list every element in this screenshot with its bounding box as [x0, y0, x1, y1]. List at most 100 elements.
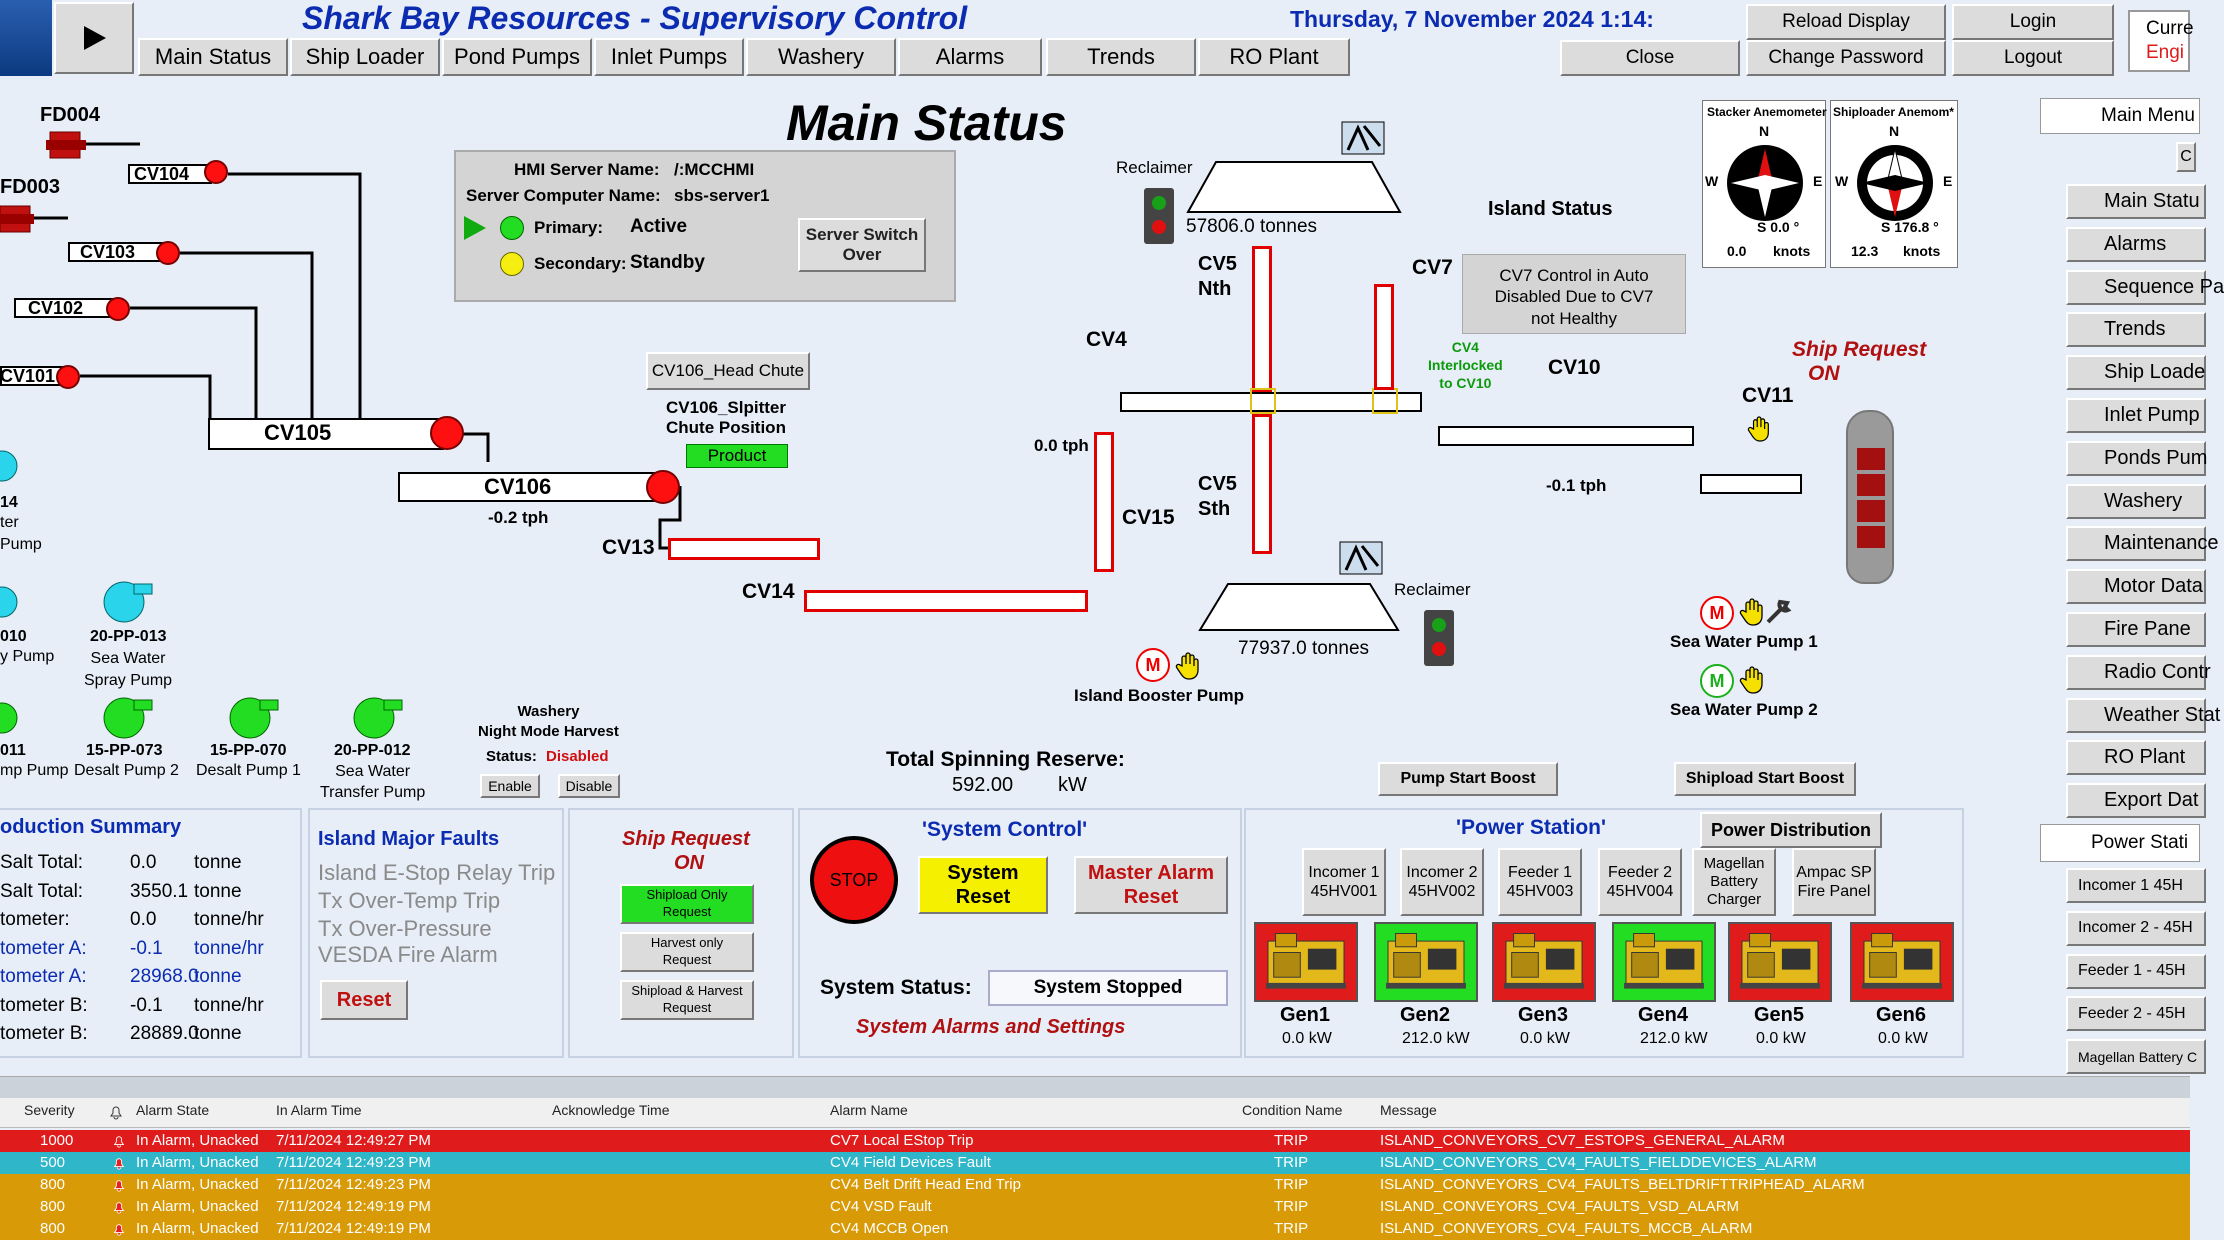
- right-menu-item[interactable]: Fire Pane: [2066, 612, 2206, 647]
- right-menu-item[interactable]: Sequence Pa: [2066, 269, 2224, 305]
- cv7-conveyor[interactable]: [1374, 284, 1394, 390]
- right-menu-item[interactable]: Weather Stat: [2066, 697, 2220, 733]
- cv105-motor[interactable]: [430, 416, 464, 450]
- incomer2-button[interactable]: Incomer 2 45HV002: [1400, 848, 1484, 916]
- shipload-start-boost-button[interactable]: Shipload Start Boost: [1674, 762, 1856, 796]
- shipload-harvest-request-button[interactable]: Shipload & Harvest Request: [620, 980, 754, 1020]
- feeder2-button[interactable]: Feeder 2 45HV004: [1598, 848, 1682, 916]
- right-menu-c-button[interactable]: C: [2176, 142, 2196, 172]
- power-menu-item[interactable]: Magellan Battery C: [2066, 1039, 2206, 1075]
- nav-main-status[interactable]: Main Status: [138, 38, 288, 76]
- power-menu-item[interactable]: Feeder 1 - 45H: [2066, 953, 2206, 989]
- close-button[interactable]: Close: [1560, 40, 1740, 76]
- cv15-conveyor[interactable]: [1094, 432, 1114, 572]
- master-alarm-reset-button[interactable]: Master Alarm Reset: [1074, 856, 1228, 914]
- shiploader-anemometer[interactable]: Shiploader Anemom* N W E S 176.8 ° 12.3 …: [1830, 100, 1958, 268]
- island-booster-motor[interactable]: M: [1136, 648, 1170, 682]
- right-menu-item[interactable]: Trends: [2066, 312, 2206, 348]
- play-button[interactable]: [54, 2, 134, 74]
- logout-button[interactable]: Logout: [1952, 40, 2114, 76]
- col-acknowledge-time[interactable]: Acknowledge Time: [552, 1102, 670, 1118]
- system-alarms-settings-link[interactable]: System Alarms and Settings: [856, 1016, 1126, 1038]
- nav-alarms[interactable]: Alarms: [898, 38, 1042, 76]
- generator-2-button[interactable]: [1374, 922, 1478, 1002]
- cv106-motor[interactable]: [646, 470, 680, 504]
- incomer1-button[interactable]: Incomer 1 45HV001: [1302, 848, 1386, 916]
- power-station-header[interactable]: Power Stati: [2040, 824, 2200, 862]
- generator-3-button[interactable]: [1492, 922, 1596, 1002]
- power-menu-item[interactable]: Feeder 2 - 45H: [2066, 996, 2206, 1032]
- sea-water-pump1-motor[interactable]: M: [1700, 596, 1734, 630]
- nav-washery[interactable]: Washery: [746, 38, 896, 76]
- power-menu-item[interactable]: Incomer 2 - 45H: [2066, 910, 2206, 946]
- faults-reset-button[interactable]: Reset: [320, 980, 408, 1020]
- change-password-button[interactable]: Change Password: [1746, 40, 1946, 76]
- nav-pond-pumps[interactable]: Pond Pumps: [442, 38, 592, 76]
- sea-water-pump2-motor[interactable]: M: [1700, 664, 1734, 698]
- pump-070-icon[interactable]: [226, 696, 282, 740]
- power-menu-item[interactable]: Incomer 1 45H: [2066, 868, 2206, 903]
- col-message[interactable]: Message: [1380, 1102, 1437, 1118]
- pump-013-icon[interactable]: [100, 580, 156, 624]
- power-distribution-button[interactable]: Power Distribution: [1700, 812, 1882, 848]
- right-menu-item[interactable]: RO Plant: [2066, 740, 2206, 776]
- washery-disable-button[interactable]: Disable: [558, 774, 620, 798]
- generator-5-button[interactable]: [1728, 922, 1832, 1002]
- right-menu-item[interactable]: Main Statu: [2066, 184, 2206, 219]
- stop-button[interactable]: STOP: [810, 836, 898, 924]
- harvest-only-request-button[interactable]: Harvest only Request: [620, 932, 754, 972]
- right-menu-item[interactable]: Export Dat: [2066, 783, 2206, 819]
- right-menu-item[interactable]: Ship Loade: [2066, 355, 2206, 391]
- col-severity[interactable]: Severity: [24, 1102, 75, 1118]
- right-menu-item[interactable]: Inlet Pump: [2066, 398, 2206, 433]
- cv5n-conveyor[interactable]: [1252, 246, 1272, 392]
- generator-1-button[interactable]: [1254, 922, 1358, 1002]
- pump-011-icon[interactable]: [0, 698, 20, 738]
- cv4-conveyor[interactable]: [1120, 392, 1422, 412]
- stacker-anemometer[interactable]: Stacker Anemometer N W E S 0.0 ° 0.0 kno…: [1702, 100, 1827, 268]
- shipload-only-request-button[interactable]: Shipload Only Request: [620, 884, 754, 924]
- pump-010-icon[interactable]: [0, 582, 20, 622]
- magellan-battery-charger-button[interactable]: Magellan Battery Charger: [1692, 848, 1776, 916]
- login-button[interactable]: Login: [1952, 4, 2114, 40]
- nav-ship-loader[interactable]: Ship Loader: [290, 38, 440, 76]
- cv11-conveyor[interactable]: [1700, 474, 1802, 494]
- nav-trends[interactable]: Trends: [1046, 38, 1196, 76]
- feeder1-button[interactable]: Feeder 1 45HV003: [1498, 848, 1582, 916]
- cv5s-conveyor[interactable]: [1252, 414, 1272, 554]
- right-menu-item[interactable]: Motor Data: [2066, 569, 2206, 605]
- nav-ro-plant[interactable]: RO Plant: [1198, 38, 1350, 76]
- generator-6-button[interactable]: [1850, 922, 1954, 1002]
- cv101-motor[interactable]: [56, 365, 80, 389]
- cv14-conveyor[interactable]: [804, 590, 1088, 612]
- col-condition-name[interactable]: Condition Name: [1242, 1102, 1343, 1118]
- pump-073-icon[interactable]: [100, 696, 156, 740]
- system-reset-button[interactable]: System Reset: [918, 856, 1048, 914]
- cv106-conveyor[interactable]: [398, 472, 660, 502]
- cv105-conveyor[interactable]: [208, 418, 444, 450]
- server-switch-over-button[interactable]: Server Switch Over: [798, 218, 926, 272]
- washery-enable-button[interactable]: Enable: [480, 774, 540, 798]
- pump-012-icon[interactable]: [350, 696, 406, 740]
- cv13-conveyor[interactable]: [668, 538, 820, 560]
- col-alarm-state[interactable]: Alarm State: [136, 1102, 210, 1118]
- cv102-motor[interactable]: [106, 297, 130, 321]
- right-menu-item[interactable]: Maintenance: [2066, 526, 2219, 562]
- ampac-fire-panel-button[interactable]: Ampac SP Fire Panel: [1792, 848, 1876, 916]
- right-menu-item[interactable]: Alarms: [2066, 226, 2206, 262]
- col-in-alarm-time[interactable]: In Alarm Time: [276, 1102, 362, 1118]
- nav-inlet-pumps[interactable]: Inlet Pumps: [594, 38, 744, 76]
- pump-14-icon[interactable]: [0, 446, 20, 486]
- pump-start-boost-button[interactable]: Pump Start Boost: [1378, 762, 1558, 796]
- right-menu-item[interactable]: Radio Contr: [2066, 654, 2211, 690]
- main-menu-header[interactable]: Main Menu: [2040, 98, 2200, 134]
- cv106-head-chute-button[interactable]: CV106_Head Chute: [646, 352, 810, 390]
- cv10-conveyor[interactable]: [1438, 426, 1694, 446]
- right-menu-item[interactable]: Ponds Pum: [2066, 440, 2207, 476]
- generator-4-button[interactable]: [1612, 922, 1716, 1002]
